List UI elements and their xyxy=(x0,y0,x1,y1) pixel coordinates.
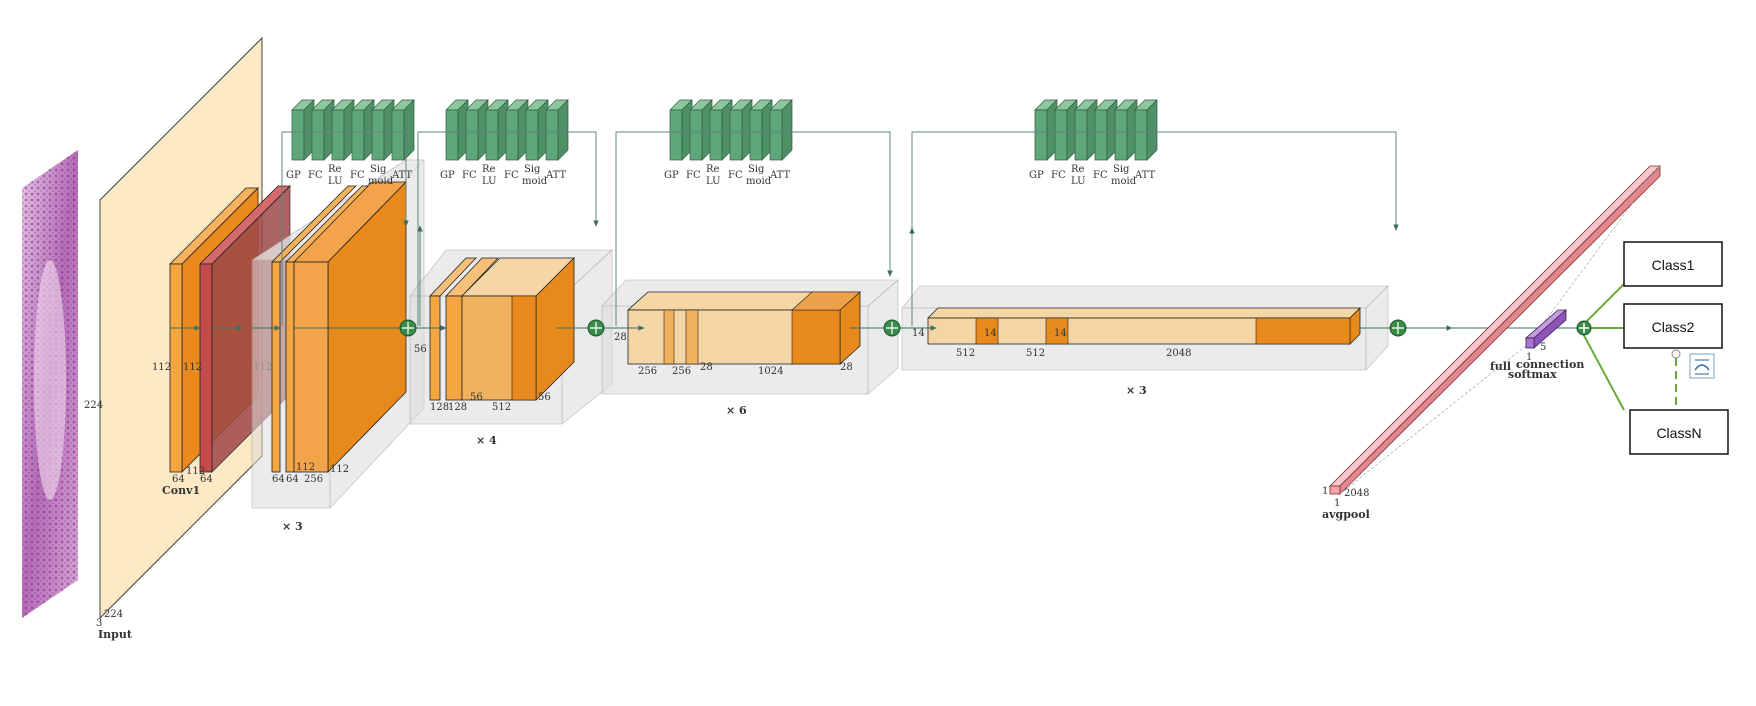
stage2-c1: 128 xyxy=(430,402,449,413)
se-block-2: GP FC Re LU FC Sig moid ATT xyxy=(440,100,568,187)
stage4-c2: 512 xyxy=(1026,348,1045,359)
se2-sig: Sig xyxy=(524,164,541,175)
stage2-block: 128 128 512 56 56 56 × 4 xyxy=(410,250,612,447)
se-stack xyxy=(292,100,414,160)
se4-lu: LU xyxy=(1071,176,1086,187)
stage4-c1: 512 xyxy=(956,348,975,359)
fc-label-softmax: softmax xyxy=(1508,368,1557,381)
stage3-c2: 256 xyxy=(672,366,691,377)
input-dim-224: 224 xyxy=(104,609,123,620)
se3-att: ATT xyxy=(769,170,791,181)
input-label: Input xyxy=(98,628,133,641)
se3-fc2: FC xyxy=(728,170,743,181)
stage3-repeat: × 6 xyxy=(726,404,747,417)
avgpool-d1: 1 xyxy=(1322,486,1328,497)
stage2-c2: 128 xyxy=(448,402,467,413)
se1-re: Re xyxy=(328,164,342,175)
class-label-2: Class2 xyxy=(1652,319,1695,335)
plus-icon xyxy=(588,320,604,336)
stage4-d1: 14 xyxy=(984,328,997,339)
se2-fc: FC xyxy=(462,170,477,181)
conv1-h1: 112 xyxy=(152,362,171,373)
se4-gp: GP xyxy=(1029,170,1044,181)
se1-lu: LU xyxy=(328,176,343,187)
se2-gp: GP xyxy=(440,170,455,181)
se4-fc: FC xyxy=(1051,170,1066,181)
stage3-h: 28 xyxy=(614,332,627,343)
layout-options-icon[interactable] xyxy=(1690,354,1714,378)
se4-moid: moid xyxy=(1111,176,1137,187)
class-label-n: ClassN xyxy=(1656,425,1701,441)
se3-lu: LU xyxy=(706,176,721,187)
fc-d2: 5 xyxy=(1540,342,1546,353)
class-box-n: ClassN xyxy=(1630,410,1728,454)
se1-sig: Sig xyxy=(370,164,387,175)
se3-moid: moid xyxy=(746,176,772,187)
se2-fc2: FC xyxy=(504,170,519,181)
class-label-1: Class1 xyxy=(1652,257,1695,273)
conv1-label: Conv1 xyxy=(162,484,200,497)
class-box-2: Class2 xyxy=(1624,304,1722,348)
stage2-d1: 56 xyxy=(470,392,483,403)
stage1-c3: 256 xyxy=(304,474,323,485)
se2-att: ATT xyxy=(545,170,567,181)
stage4-h: 14 xyxy=(912,328,925,339)
input-image xyxy=(22,150,78,618)
se3-re: Re xyxy=(706,164,720,175)
plus-icon xyxy=(884,320,900,336)
input-size-label: 224 xyxy=(84,400,103,411)
se4-sig: Sig xyxy=(1113,164,1130,175)
se2-lu: LU xyxy=(482,176,497,187)
stage4-c3: 2048 xyxy=(1166,348,1191,359)
se1-att: ATT xyxy=(391,170,413,181)
stage3-c3: 1024 xyxy=(758,366,783,377)
avgpool-d3: 2048 xyxy=(1344,488,1369,499)
conv1-d1: 112 xyxy=(186,466,205,477)
stage1-c2: 64 xyxy=(286,474,299,485)
stage4-repeat: × 3 xyxy=(1126,384,1147,397)
stage3-d1: 28 xyxy=(700,362,713,373)
stage3-d2: 28 xyxy=(840,362,853,373)
se1-fc2: FC xyxy=(350,170,365,181)
se-block-4: GP FC Re LU FC Sig moid ATT xyxy=(1029,100,1157,187)
stage1-c1: 64 xyxy=(272,474,285,485)
se3-gp: GP xyxy=(664,170,679,181)
se-block-1: GP FC Re LU FC Sig moid ATT xyxy=(286,100,414,187)
stage2-h: 56 xyxy=(414,344,427,355)
se3-sig: Sig xyxy=(748,164,765,175)
plus-icon xyxy=(400,320,416,336)
avgpool-label: avgpool xyxy=(1322,508,1370,521)
stage2-c3: 512 xyxy=(492,402,511,413)
se2-re: Re xyxy=(482,164,496,175)
stage1-d1: 112 xyxy=(296,462,315,473)
stage1-d2: 112 xyxy=(330,464,349,475)
se2-moid: moid xyxy=(522,176,548,187)
stage4-d2: 14 xyxy=(1054,328,1067,339)
stage2-d2: 56 xyxy=(538,392,551,403)
stage2-repeat: × 4 xyxy=(476,434,497,447)
stage1-repeat: × 3 xyxy=(282,520,303,533)
se1-moid: moid xyxy=(368,176,394,187)
se3-fc: FC xyxy=(686,170,701,181)
se4-re: Re xyxy=(1071,164,1085,175)
se4-fc2: FC xyxy=(1093,170,1108,181)
se1-gp: GP xyxy=(286,170,301,181)
se1-fc: FC xyxy=(308,170,323,181)
stage3-block: 256 256 1024 28 28 28 × 6 xyxy=(602,280,898,417)
output-merge-node xyxy=(1577,321,1591,335)
se4-att: ATT xyxy=(1134,170,1156,181)
connector-handle-top xyxy=(1672,350,1680,358)
stage4-block: 512 512 2048 14 14 14 × 3 xyxy=(902,286,1388,397)
plus-icon xyxy=(1390,320,1406,336)
conv1-h2: 112 xyxy=(183,362,202,373)
stage3-c1: 256 xyxy=(638,366,657,377)
se-block-3: GP FC Re LU FC Sig moid ATT xyxy=(664,100,792,187)
class-box-1: Class1 xyxy=(1624,242,1722,286)
